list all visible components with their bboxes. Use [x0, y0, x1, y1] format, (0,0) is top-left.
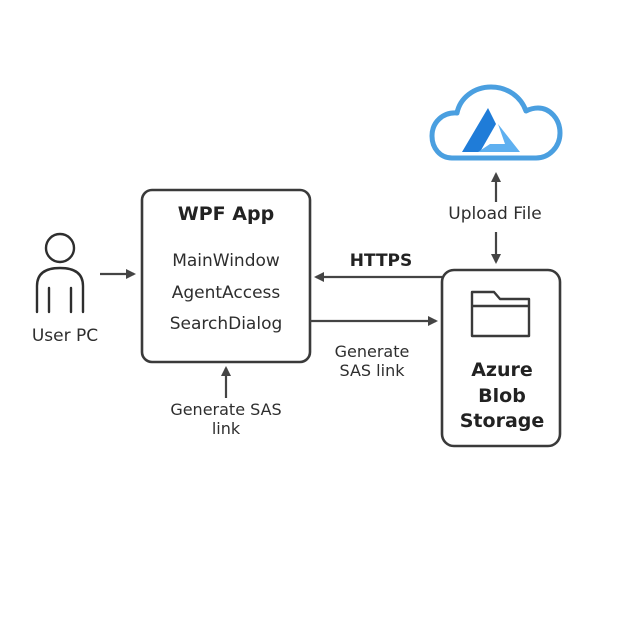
folder-icon [470, 290, 531, 338]
user-pc-label: User PC [31, 326, 99, 346]
generate-sas-link-label: Generate SAS link [322, 342, 422, 380]
generate-sas-bottom-line-1: Generate SAS [170, 400, 282, 419]
generate-sas-link-line-2: SAS link [339, 361, 405, 381]
wpf-app-searchdialog: SearchDialog [169, 314, 283, 334]
wpf-app-title: WPF App [177, 203, 275, 225]
generate-sas-bottom-line-2: link [211, 419, 241, 439]
generate-sas-bottom-label: Generate SAS link [150, 400, 302, 438]
azure-cloud-icon [429, 84, 563, 161]
wpf-app-mainwindow: MainWindow [172, 251, 280, 271]
wpf-app-agentaccess: AgentAccess [171, 283, 281, 303]
https-label: HTTPS [349, 251, 413, 271]
upload-file-label: Upload File [448, 204, 542, 224]
azure-storage-label: Azure Blob Storage [446, 358, 558, 435]
storage-line-blob: Blob [478, 384, 526, 407]
wpf-app-box [140, 188, 312, 364]
storage-line-storage: Storage [459, 410, 545, 433]
storage-line-azure: Azure [471, 359, 533, 381]
generate-sas-link-line-1: Generate [334, 342, 410, 361]
person-icon [35, 232, 85, 314]
